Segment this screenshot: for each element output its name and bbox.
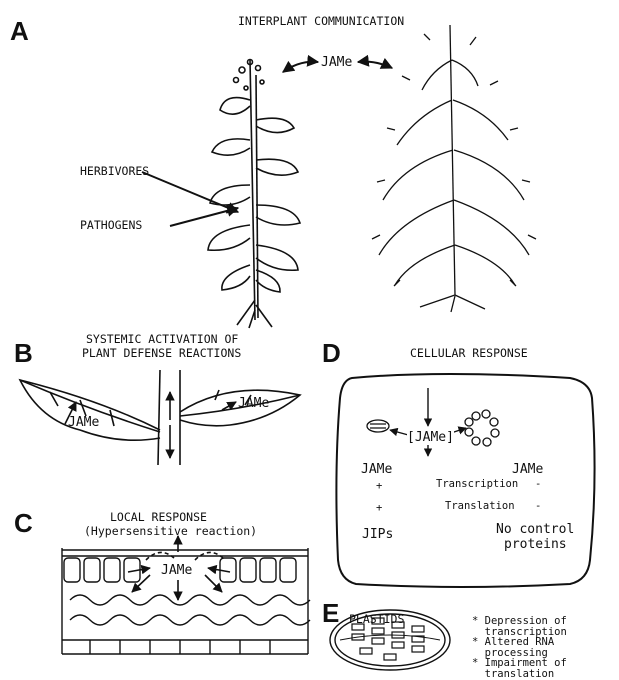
panel-b-title-line1: SYSTEMIC ACTIVATION OF (86, 332, 238, 346)
panel-a-arrows (142, 62, 392, 226)
panel-d-jame-left: JAMe (361, 462, 392, 477)
tobacco-plant-illustration (208, 60, 300, 329)
transcription-label: Transcription (436, 478, 518, 490)
panel-a-title: INTERPLANT COMMUNICATION (238, 14, 404, 28)
jips-label: JIPs (362, 527, 393, 542)
panel-c-title-line1: LOCAL RESPONSE (110, 510, 207, 524)
herbivores-label: HERBIVORES (80, 164, 149, 178)
plastid-effects-list: * Depression of transcription * Altered … (472, 616, 567, 679)
panel-c-jame: JAMe (161, 563, 192, 578)
panel-b-jame-left: JAMe (68, 415, 99, 430)
translation-label: Translation (445, 500, 515, 512)
panel-c-title-line2: (Hypersensitive reaction) (84, 524, 257, 538)
effect-line: * Impairment of (472, 658, 567, 669)
panel-e-title: PLASTIDS (349, 612, 404, 626)
effect-line: * Depression of (472, 616, 567, 627)
no-control-line1: No control (496, 522, 574, 537)
panel-d-arrows (390, 388, 466, 456)
transcription-minus: - (535, 478, 541, 490)
translation-minus: - (535, 500, 541, 512)
pathogens-label: PATHOGENS (80, 218, 142, 232)
panel-b-jame-right: JAMe (238, 396, 269, 411)
effect-line: * Altered RNA (472, 637, 567, 648)
leaves-illustration (20, 370, 300, 465)
panel-a-jame-label: JAMe (321, 55, 352, 70)
shrub-plant-illustration (372, 25, 536, 312)
panel-d-title: CELLULAR RESPONSE (410, 346, 528, 360)
transcription-plus: + (376, 480, 382, 492)
no-control-line2: proteins (504, 537, 567, 552)
panel-d-jame-center: [JAMe] (407, 430, 454, 445)
chloroplast-icon (367, 420, 389, 432)
panel-b-title-line2: PLANT DEFENSE REACTIONS (82, 346, 241, 360)
panel-d-jame-right: JAMe (512, 462, 543, 477)
translation-plus: + (376, 502, 382, 514)
vesicle-cluster-icon (465, 410, 499, 446)
